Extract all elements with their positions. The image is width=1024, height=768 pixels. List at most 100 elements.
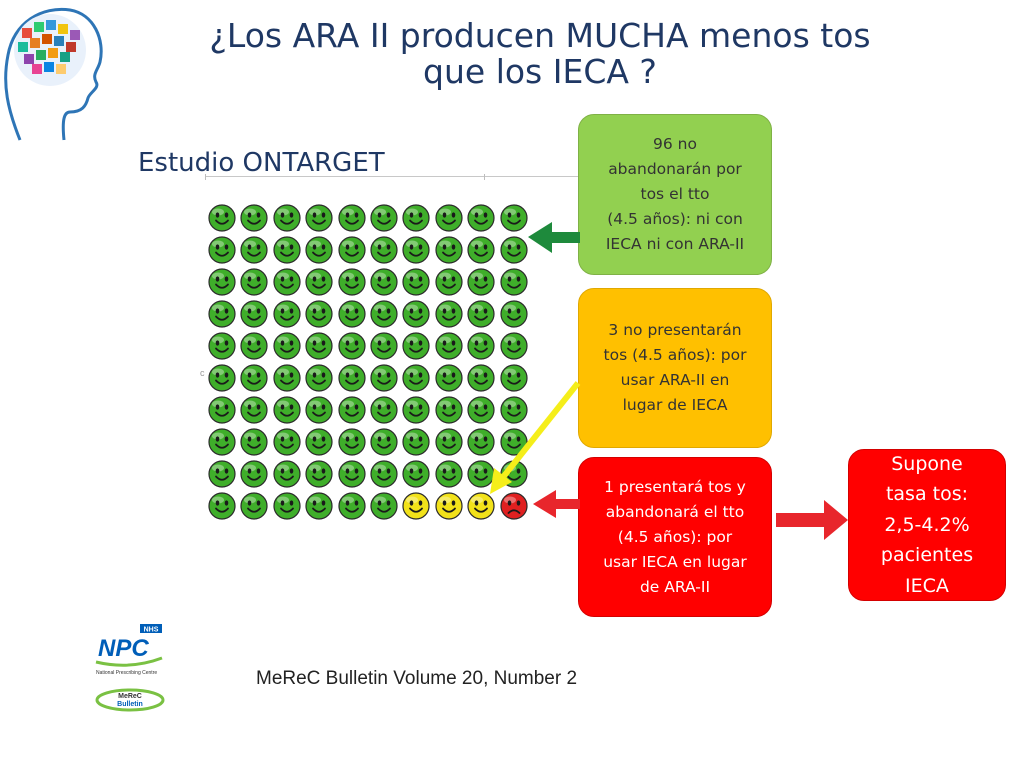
happy-face-icon: [208, 492, 236, 520]
happy-face-icon: [208, 236, 236, 264]
happy-face-icon: [402, 236, 430, 264]
happy-face-icon: [499, 396, 528, 424]
happy-face-icon: [305, 492, 333, 520]
happy-face-icon: [499, 460, 528, 488]
slide-title: ¿Los ARA II producen MUCHA menos tos que…: [209, 16, 871, 91]
happy-face-icon: [337, 236, 366, 264]
nhs-badge-text: NHS: [144, 627, 159, 634]
happy-face-icon: [305, 268, 333, 296]
box-cough-rate: Supone tasa tos: 2,5-4.2% pacientes IECA: [848, 449, 1006, 601]
npc-caption: National Prescribing Centre: [96, 670, 157, 676]
happy-face-icon: [208, 460, 236, 488]
happy-face-icon: [273, 364, 301, 392]
happy-face-icon: [273, 428, 301, 456]
happy-face-icon: [467, 300, 495, 328]
happy-face-icon: [435, 492, 463, 520]
happy-face-icon: [305, 300, 333, 328]
happy-face-icon: [402, 204, 430, 232]
happy-face-icon: [337, 396, 366, 424]
happy-face-icon: [337, 364, 366, 392]
happy-face-icon: [337, 460, 366, 488]
happy-face-icon: [370, 396, 398, 424]
happy-face-icon: [305, 332, 333, 360]
happy-face-icon: [337, 204, 366, 232]
happy-face-icon: [273, 332, 301, 360]
happy-face-icon: [435, 428, 463, 456]
happy-face-icon: [402, 428, 430, 456]
side-marker: c: [200, 368, 205, 378]
happy-face-icon: [240, 460, 268, 488]
happy-face-icon: [208, 204, 236, 232]
happy-face-icon: [467, 364, 495, 392]
happy-face-icon: [370, 460, 398, 488]
happy-face-icon: [435, 300, 463, 328]
red-arrow-left: [533, 490, 580, 518]
happy-face-icon: [273, 492, 301, 520]
divider-tick: [205, 174, 206, 180]
happy-face-icon: [273, 460, 301, 488]
happy-face-icon: [370, 332, 398, 360]
happy-face-icon: [467, 428, 495, 456]
happy-face-icon: [499, 428, 528, 456]
happy-face-icon: [240, 268, 268, 296]
happy-face-icon: [305, 364, 333, 392]
happy-face-icon: [435, 268, 463, 296]
happy-face-icon: [435, 364, 463, 392]
box-no-cough: 3 no presentarán tos (4.5 años): por usa…: [578, 288, 772, 448]
npc-logo: NHS NPC National Prescribing Centre MeRe…: [95, 624, 165, 712]
happy-face-icon: [305, 460, 333, 488]
happy-face-icon: [499, 268, 528, 296]
happy-face-icon: [337, 428, 366, 456]
happy-face-icon: [467, 332, 495, 360]
smiley-grid: [208, 204, 532, 522]
happy-face-icon: [305, 396, 333, 424]
happy-face-icon: [337, 332, 366, 360]
happy-face-icon: [273, 204, 301, 232]
red-arrow-right: [776, 500, 848, 540]
happy-face-icon: [337, 300, 366, 328]
happy-face-icon: [467, 268, 495, 296]
happy-face-icon: [305, 204, 333, 232]
happy-face-icon: [240, 492, 268, 520]
sad-face-icon: [499, 492, 528, 520]
happy-face-icon: [208, 396, 236, 424]
happy-face-icon: [370, 300, 398, 328]
happy-face-icon: [499, 204, 528, 232]
happy-face-icon: [435, 204, 463, 232]
happy-face-icon: [305, 428, 333, 456]
happy-face-icon: [240, 236, 268, 264]
npc-wordmark: NPC: [98, 635, 149, 662]
box-no-abandon: 96 no abandonarán por tos el tto (4.5 añ…: [578, 114, 772, 275]
box-no-cough-text: 3 no presentarán tos (4.5 años): por usa…: [603, 321, 747, 414]
happy-face-icon: [370, 364, 398, 392]
happy-face-icon: [273, 396, 301, 424]
happy-face-icon: [240, 300, 268, 328]
happy-face-icon: [467, 396, 495, 424]
happy-face-icon: [208, 428, 236, 456]
happy-face-icon: [402, 268, 430, 296]
happy-face-icon: [435, 460, 463, 488]
happy-face-icon: [499, 332, 528, 360]
happy-face-icon: [370, 268, 398, 296]
happy-face-icon: [337, 268, 366, 296]
happy-face-icon: [499, 364, 528, 392]
happy-face-icon: [240, 204, 268, 232]
happy-face-icon: [208, 332, 236, 360]
happy-face-icon: [240, 332, 268, 360]
happy-face-icon: [435, 236, 463, 264]
happy-face-icon: [273, 268, 301, 296]
happy-face-icon: [337, 492, 366, 520]
happy-face-icon: [402, 460, 430, 488]
happy-face-icon: [402, 332, 430, 360]
happy-face-icon: [402, 492, 430, 520]
happy-face-icon: [402, 364, 430, 392]
happy-face-icon: [499, 300, 528, 328]
happy-face-icon: [208, 300, 236, 328]
box-cough-abandon: 1 presentará tos y abandonará el tto (4.…: [578, 457, 772, 617]
box-cough-rate-text: Supone tasa tos: 2,5-4.2% pacientes IECA: [880, 452, 974, 597]
happy-face-icon: [499, 236, 528, 264]
happy-face-icon: [467, 460, 495, 488]
happy-face-icon: [370, 236, 398, 264]
happy-face-icon: [208, 364, 236, 392]
study-subtitle: Estudio ONTARGET: [138, 148, 385, 178]
